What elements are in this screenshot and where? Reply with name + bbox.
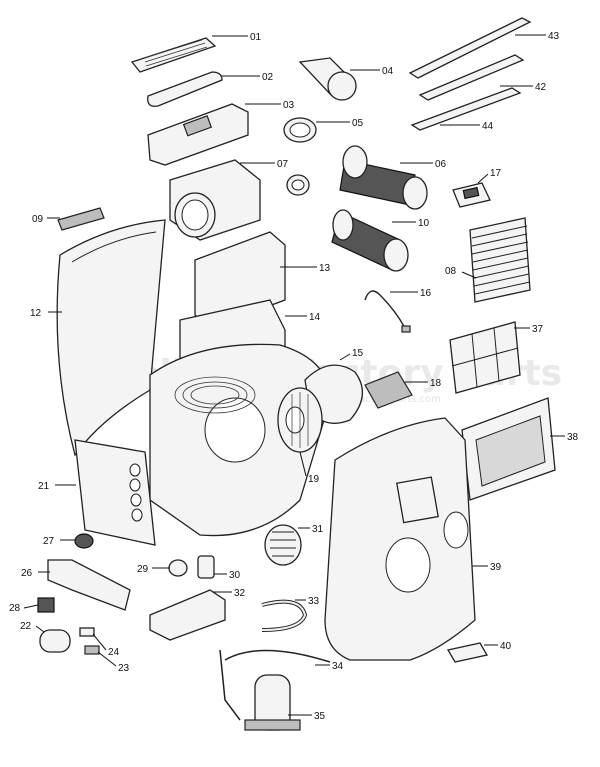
part-26-motor-bracket [47,559,131,611]
label-21: 21 [38,481,50,492]
part-19-fan-wheel [277,387,323,453]
label-15: 15 [352,348,364,359]
label-37: 37 [532,324,544,335]
part-43-window-slider [408,17,532,79]
label-06: 06 [435,159,447,170]
part-29-float [168,559,188,577]
part-17-switch [452,182,491,208]
part-24-relay [79,627,95,637]
part-32-drain-tray [149,589,226,641]
label-18: 18 [430,378,442,389]
part-30-motor [197,555,215,579]
label-02: 02 [262,72,274,83]
label-16: 16 [420,288,432,299]
label-14: 14 [309,312,321,323]
label-12: 12 [30,308,42,319]
part-16-sensor-wire [364,290,411,333]
label-09: 09 [32,214,44,225]
label-08: 08 [445,266,457,277]
part-10-hose [331,209,409,272]
label-31: 31 [312,524,324,535]
label-28: 28 [9,603,21,614]
part-21-condenser [74,439,156,546]
label-19: 19 [308,474,320,485]
part-33-copper-tubing [261,599,308,632]
part-38-rear-grille [461,397,556,501]
part-37-filter [449,321,521,394]
part-07-air-housing [169,159,261,241]
part-08-louvers [469,217,531,303]
part-39-front-cabinet [324,417,476,661]
part-35-compressor [219,649,301,731]
part-34-capillary-tube [224,649,331,663]
label-26: 26 [21,568,33,579]
part-09-control-board [57,207,105,231]
label-44: 44 [482,121,494,132]
part-31-fan-guard [264,524,302,566]
part-05-rings [283,117,317,196]
label-17: 17 [490,168,502,179]
part-42-window-slider [418,54,525,101]
label-22: 22 [20,621,32,632]
label-10: 10 [418,218,430,229]
label-05: 05 [352,118,364,129]
part-03-top-panel [147,103,249,166]
part-23-connector [84,645,100,655]
chassis-assembly [149,343,331,537]
part-28-pump [37,597,55,613]
label-23: 23 [118,663,130,674]
label-13: 13 [319,263,331,274]
label-39: 39 [490,562,502,573]
part-01-top-grille [130,37,217,73]
label-33: 33 [308,596,320,607]
label-35: 35 [314,711,326,722]
label-42: 42 [535,82,547,93]
label-40: 40 [500,641,512,652]
part-labels: 01 02 03 04 05 06 07 08 09 10 12 13 14 1… [9,31,579,722]
label-38: 38 [567,432,579,443]
part-02-handle [147,71,223,107]
label-24: 24 [108,647,120,658]
label-27: 27 [43,536,55,547]
label-34: 34 [332,661,344,672]
part-12-side-cover [56,219,166,457]
part-27-knob [74,533,94,549]
label-29: 29 [137,564,149,575]
part-04-duct-adapter [298,57,357,101]
part-06-exhaust-hose [339,145,428,210]
label-04: 04 [382,66,394,77]
part-22-capacitor [39,629,71,653]
label-32: 32 [234,588,246,599]
label-43: 43 [548,31,560,42]
label-07: 07 [277,159,289,170]
label-01: 01 [250,32,262,43]
part-40-drain-cover [446,642,489,663]
label-30: 30 [229,570,241,581]
label-03: 03 [283,100,295,111]
part-18-control-pcb [364,371,413,409]
part-44-window-slider [410,87,522,131]
